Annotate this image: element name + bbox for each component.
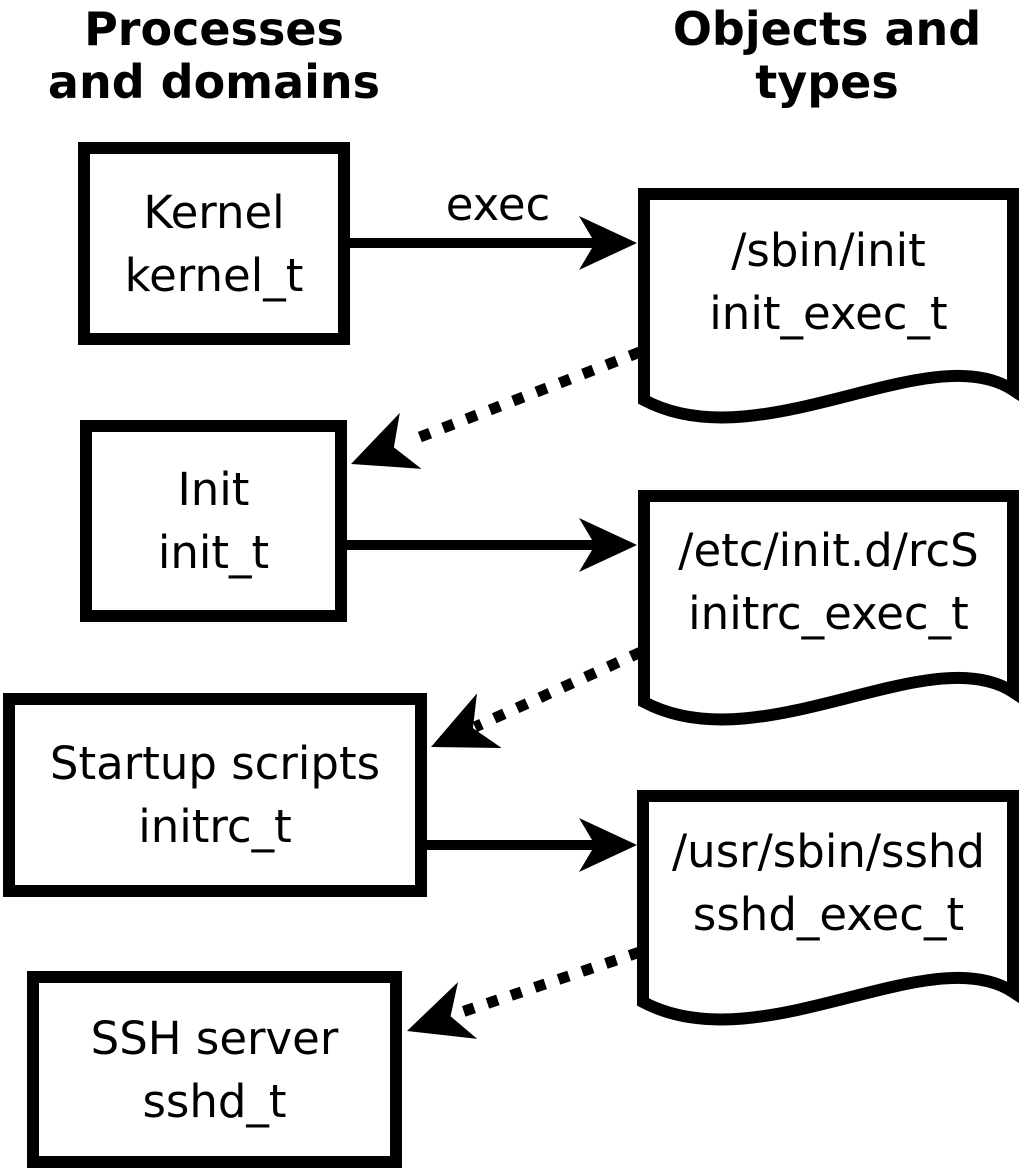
process-name: SSH server [90,1011,339,1065]
transition-arrow-startup [431,646,644,749]
process-name: Init [177,463,250,516]
process-box-kernel: Kernel kernel_t [78,142,350,345]
object-type: initrc_exec_t [688,587,969,640]
process-type: init_t [157,526,270,579]
process-box-startup-scripts: Startup scripts initrc_t [3,693,427,897]
header-line: Processes [84,2,344,56]
document-shape-sbin-init [638,188,1019,424]
arrowhead-icon [351,412,422,469]
process-box-ssh-server: SSH server sshd_t [27,971,402,1168]
exec-arrow-startup-to-sshd [425,818,637,872]
exec-arrow-kernel-to-init [348,216,637,270]
transition-arrow-init [351,346,642,469]
arrowhead-icon [579,216,637,270]
header-objects-and-types: Objects and types [630,3,1024,109]
arrowhead-icon [579,818,637,872]
header-line: Objects and [672,2,982,56]
header-line: types [755,54,899,109]
transition-arrow-ssh [407,946,642,1039]
exec-arrow-init-to-rcs [345,518,637,572]
arrowhead-icon [579,518,637,572]
document-shape-etc-initd-rcs [638,490,1019,726]
object-label-sbin-init: /sbin/init init_exec_t [650,219,1007,345]
arrowhead-icon [407,982,478,1039]
process-name: Startup scripts [49,737,381,790]
object-type: init_exec_t [709,287,948,340]
object-path: /sbin/init [731,224,926,277]
object-path: /usr/sbin/sshd [672,825,985,878]
process-name: Kernel [143,185,285,239]
process-type: sshd_t [142,1074,287,1128]
process-type: kernel_t [124,248,304,302]
header-line: and domains [47,54,381,109]
document-shape-usr-sbin-sshd [637,790,1019,1026]
process-box-init: Init init_t [80,420,347,622]
object-type: sshd_exec_t [692,888,965,941]
object-path: /etc/init.d/rcS [678,524,979,577]
header-processes-and-domains: Processes and domains [0,3,428,109]
arrowhead-icon [431,693,502,749]
object-label-etc-initd-rcs: /etc/init.d/rcS initrc_exec_t [650,519,1007,645]
exec-edge-label: exec [445,178,551,231]
process-type: initrc_t [138,800,292,853]
object-label-usr-sbin-sshd: /usr/sbin/sshd sshd_exec_t [650,820,1007,946]
